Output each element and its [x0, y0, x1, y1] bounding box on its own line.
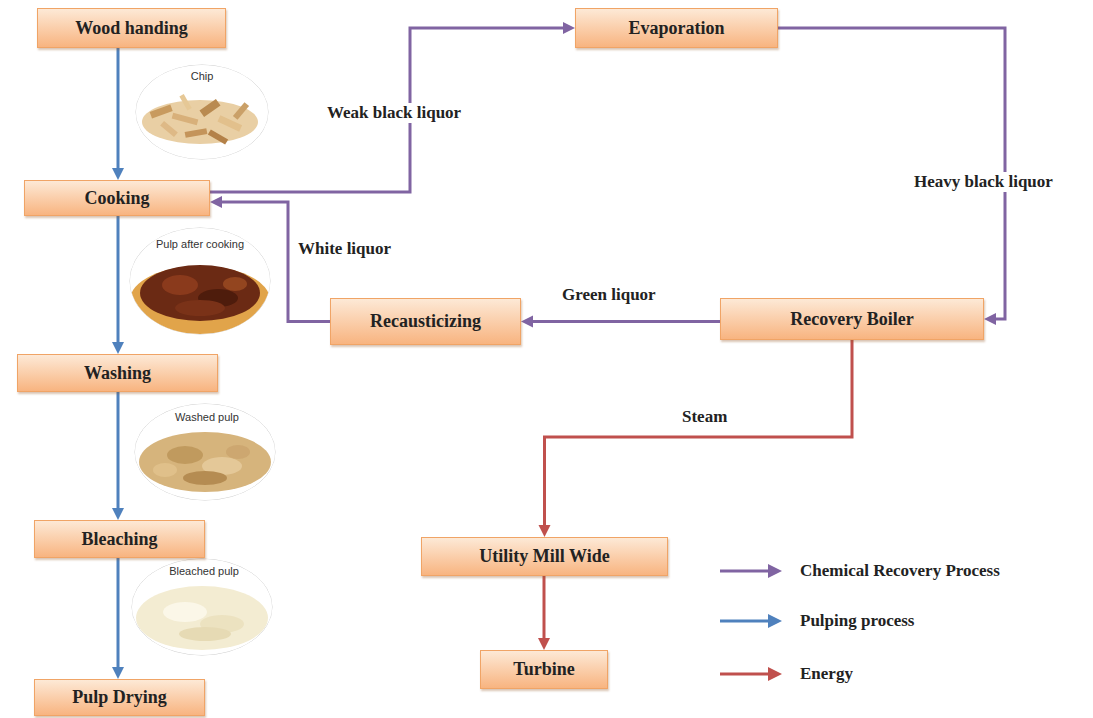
box-label: Washing: [84, 363, 151, 384]
photo-caption: Bleached pulp: [169, 565, 239, 578]
washed-pulp-photo: [133, 402, 278, 502]
process-box: Pulp Drying: [34, 679, 205, 716]
box-label: Utility Mill Wide: [479, 546, 609, 567]
flow-arrow: [521, 316, 720, 328]
flow-arrow: [112, 216, 124, 354]
photo-caption: Pulp after cooking: [156, 238, 244, 251]
box-label: Evaporation: [628, 18, 724, 39]
flow-label: White liquor: [296, 239, 393, 259]
legend-samples: [720, 564, 782, 681]
flow-arrow: [112, 558, 124, 679]
flow-label: Weak black liquor: [325, 103, 463, 123]
box-label: Turbine: [513, 659, 574, 680]
flow-label: Steam: [680, 407, 729, 427]
flow-arrow: [112, 392, 124, 520]
process-box: Cooking: [24, 180, 210, 216]
bleached-pulp-photo: [130, 558, 275, 658]
flow-arrow: [210, 22, 575, 192]
legend-label: Pulping process: [800, 610, 914, 632]
legend-label: Energy: [800, 663, 853, 685]
process-box: Washing: [17, 354, 218, 392]
box-label: Pulp Drying: [72, 687, 167, 708]
box-label: Bleaching: [81, 529, 157, 550]
process-box: Turbine: [480, 650, 608, 689]
process-box: Bleaching: [34, 520, 205, 558]
chip-photo: [130, 60, 275, 160]
flow-label: Heavy black liquor: [912, 172, 1055, 192]
process-box: Recovery Boiler: [720, 298, 984, 340]
flow-arrow: [538, 576, 550, 650]
photo-caption: Chip: [191, 70, 214, 83]
process-box: Evaporation: [575, 8, 778, 48]
flow-arrow: [539, 340, 853, 537]
legend-label: Chemical Recovery Process: [800, 560, 1000, 582]
flow-arrow: [112, 48, 124, 180]
box-label: Recausticizing: [370, 311, 481, 332]
process-box: Recausticizing: [330, 298, 521, 345]
box-label: Cooking: [84, 188, 149, 209]
photo-caption: Washed pulp: [175, 411, 239, 424]
process-box: Utility Mill Wide: [421, 537, 668, 576]
cooked-pulp-photo: [128, 226, 273, 336]
process-box: Wood handing: [37, 8, 226, 48]
flow-label: Green liquor: [560, 285, 658, 305]
box-label: Recovery Boiler: [790, 309, 913, 330]
box-label: Wood handing: [75, 18, 188, 39]
